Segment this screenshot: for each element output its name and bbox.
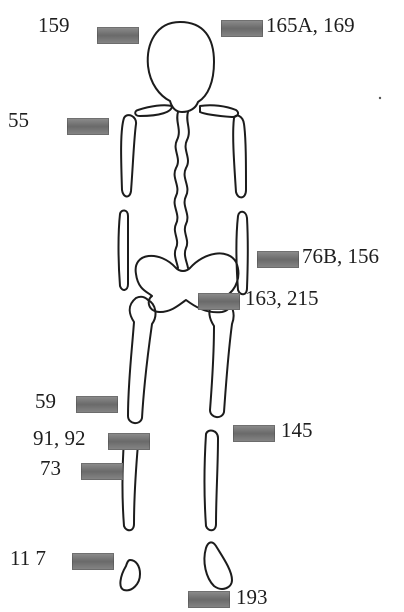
marker-head-left-label: 159 <box>38 15 70 36</box>
marker-foot-left-label: 11 7 <box>10 548 46 569</box>
speck <box>379 97 381 99</box>
tibia-left <box>123 437 139 531</box>
spine-right <box>185 112 189 268</box>
marker-leg-right-swatch <box>233 425 275 442</box>
marker-knee-left-swatch <box>76 396 118 413</box>
marker-pelvis-right-upper-label: 76B, 156 <box>302 246 379 267</box>
marker-foot-left-swatch <box>72 553 114 570</box>
marker-head-right-label: 165A, 169 <box>266 15 355 36</box>
marker-head-right-swatch <box>221 20 263 37</box>
marker-leg-right-label: 145 <box>281 420 313 441</box>
femur-left <box>128 297 155 423</box>
tibia-right <box>205 431 219 531</box>
marker-pelvis-right-lower-label: 163, 215 <box>245 288 319 309</box>
clavicle-right <box>200 105 238 117</box>
marker-shoulder-left-swatch <box>67 118 109 135</box>
marker-knee-left-label: 59 <box>35 391 56 412</box>
marker-foot-right-swatch <box>188 591 230 608</box>
clavicle-left <box>135 105 172 116</box>
marker-tibia-left-lower-swatch <box>81 463 123 480</box>
marker-shoulder-left-label: 55 <box>8 110 29 131</box>
marker-tibia-left-lower-label: 73 <box>40 458 61 479</box>
spine <box>175 112 179 268</box>
foot-right-bone <box>204 542 232 589</box>
marker-pelvis-right-lower-swatch <box>198 293 240 310</box>
forearm-right <box>237 212 248 295</box>
forearm-left <box>119 210 129 289</box>
femur-right <box>209 299 233 417</box>
skull <box>148 22 214 112</box>
humerus-right <box>233 116 246 198</box>
marker-head-left-swatch <box>97 27 139 44</box>
humerus-left <box>121 115 136 196</box>
marker-tibia-left-upper-swatch <box>108 433 150 450</box>
foot-left-bone <box>120 560 140 590</box>
marker-foot-right-label: 193 <box>236 587 268 608</box>
marker-tibia-left-upper-label: 91, 92 <box>33 428 86 449</box>
marker-pelvis-right-upper-swatch <box>257 251 299 268</box>
